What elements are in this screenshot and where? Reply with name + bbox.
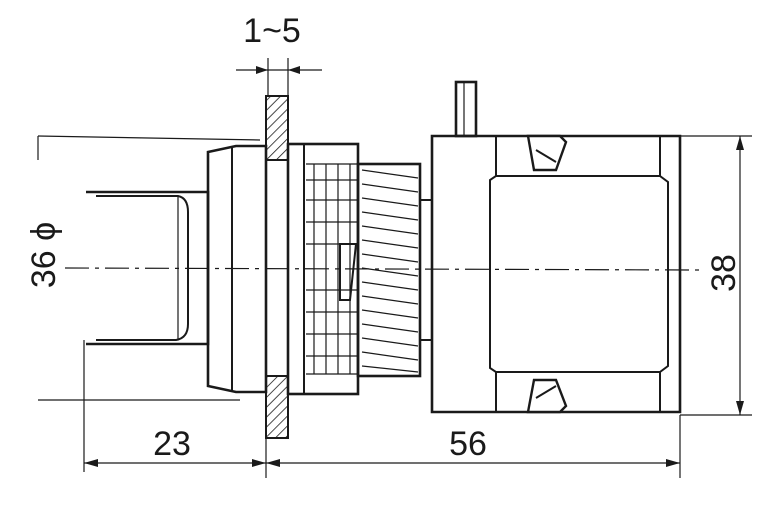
dim-line-panel-thickness: [236, 58, 322, 95]
dim-label-rear-length: 56: [449, 425, 487, 463]
sleeve-threads: [361, 169, 419, 373]
center-line: [64, 267, 701, 271]
contact-block: [430, 134, 682, 414]
nut-knurling: [306, 164, 358, 374]
dim-line-bezel-diameter: [37, 135, 261, 401]
terminal-pin: [454, 80, 478, 138]
mounting-panel: [265, 95, 289, 439]
lower-latch: [526, 378, 568, 414]
dim-label-bezel-diameter: 36 ϕ: [25, 222, 63, 288]
threaded-sleeve: [339, 162, 433, 378]
dim-label-body-height: 38: [705, 254, 743, 292]
dim-label-front-length: 23: [153, 425, 191, 463]
dim-label-panel-thickness: 1~5: [243, 12, 301, 50]
upper-latch: [526, 134, 568, 172]
